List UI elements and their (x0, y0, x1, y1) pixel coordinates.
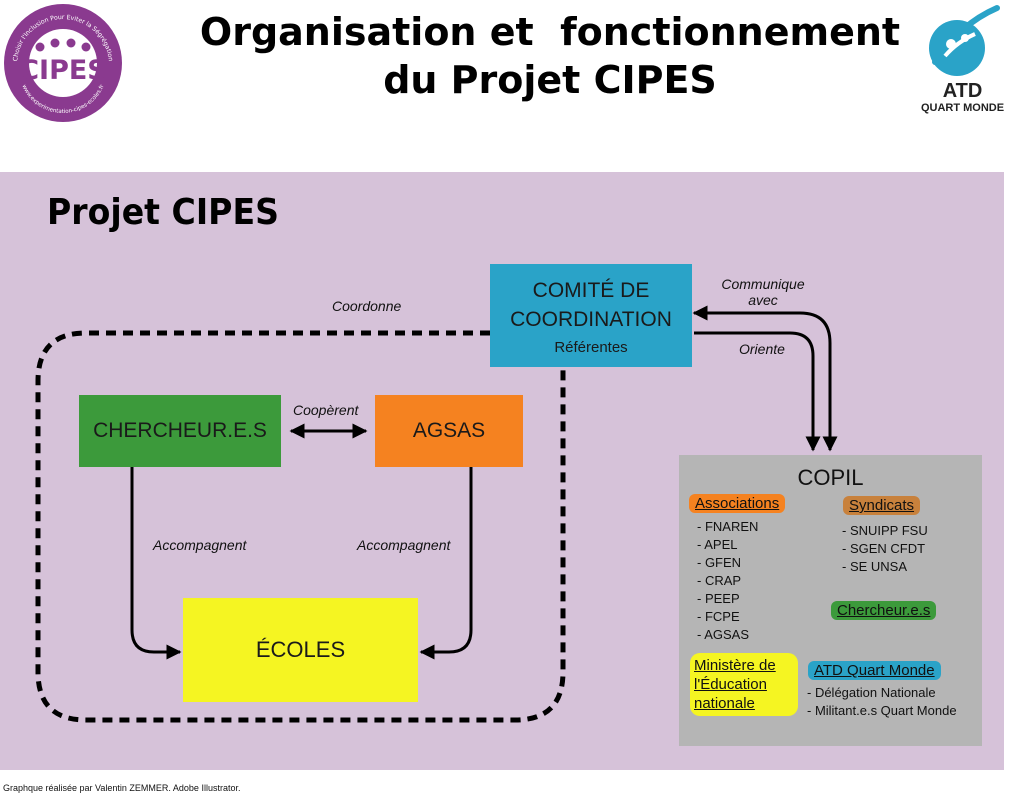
atd-logo-emblem (929, 5, 1000, 76)
ecoles-box: ÉCOLES (183, 598, 418, 702)
comite-sub: Référentes (554, 338, 628, 356)
agsas-to-ecoles-arrow (419, 467, 473, 660)
label-accompagnent-left: Accompagnent (153, 537, 247, 553)
list-item: - Délégation Nationale (807, 685, 936, 700)
label-communique-line1: Communique (721, 276, 805, 292)
oriente-arrow (694, 331, 821, 452)
associations-list: - FNAREN - APEL - GFEN - CRAP - PEEP - F… (697, 518, 758, 644)
associations-tag: Associations (689, 494, 786, 513)
atd-logo-line1: ATD (942, 80, 983, 102)
syndicats-tag: Syndicats (843, 496, 921, 515)
atd-list: - Délégation Nationale - Militant.e.s Qu… (807, 684, 957, 720)
comite-line1: COMITÉ DE (532, 278, 650, 302)
page-title-line2: du Projet CIPES (383, 58, 717, 102)
list-item: - SNUIPP FSU (842, 523, 928, 538)
list-item: - PEEP (697, 591, 740, 606)
cipes-logo-center (29, 29, 97, 97)
list-item: - APEL (697, 537, 738, 552)
footer-credit: Graphque réalisée par Valentin ZEMMER. A… (3, 783, 241, 793)
agsas-box: AGSAS (375, 395, 523, 467)
label-communique-line2: avec (748, 292, 778, 308)
project-title: Projet CIPES (47, 192, 279, 233)
syndicats-list: - SNUIPP FSU - SGEN CFDT - SE UNSA (842, 522, 928, 576)
comite-line2: COORDINATION (510, 307, 672, 331)
list-item: - FCPE (697, 609, 740, 624)
page-title: Organisation et fonctionnement du Projet… (170, 8, 930, 104)
chercheurs-to-ecoles-arrow (130, 467, 182, 660)
atd-logo: ATD QUART MONDE (905, 4, 1020, 119)
atd-quart-monde-tag: ATD Quart Monde (808, 661, 941, 680)
label-accompagnent-right: Accompagnent (357, 537, 451, 553)
comite-coordination-box: COMITÉ DE COORDINATION Référentes (490, 264, 692, 367)
list-item: - SGEN CFDT (842, 541, 926, 556)
cipes-logo: Choisir l'Inclusion Pour Eviter la Ségré… (4, 4, 122, 122)
page-title-line1: Organisation et fonctionnement (199, 10, 901, 54)
cipes-logo-text: CIPES (19, 55, 107, 86)
chercheurs-box: CHERCHEUR.E.S (79, 395, 281, 467)
label-oriente: Oriente (739, 341, 785, 357)
list-item: - CRAP (697, 573, 742, 588)
list-item: - FNAREN (697, 519, 759, 534)
label-communique: Communique avec (718, 276, 808, 308)
copil-title: COPIL (797, 465, 864, 490)
list-item: - AGSAS (697, 627, 750, 642)
list-item: - GFEN (697, 555, 742, 570)
list-item: - Militant.e.s Quart Monde (807, 703, 957, 718)
atd-logo-line2: QUART MONDE (920, 102, 1005, 114)
list-item: - SE UNSA (842, 559, 908, 574)
label-coordonne: Coordonne (332, 298, 402, 314)
communique-arrow (692, 305, 838, 452)
label-cooperent: Coopèrent (293, 402, 359, 418)
ministere-tag: Ministère de l'Éducation nationale (690, 653, 798, 716)
copil-chercheurs-tag: Chercheur.e.s (831, 601, 937, 620)
